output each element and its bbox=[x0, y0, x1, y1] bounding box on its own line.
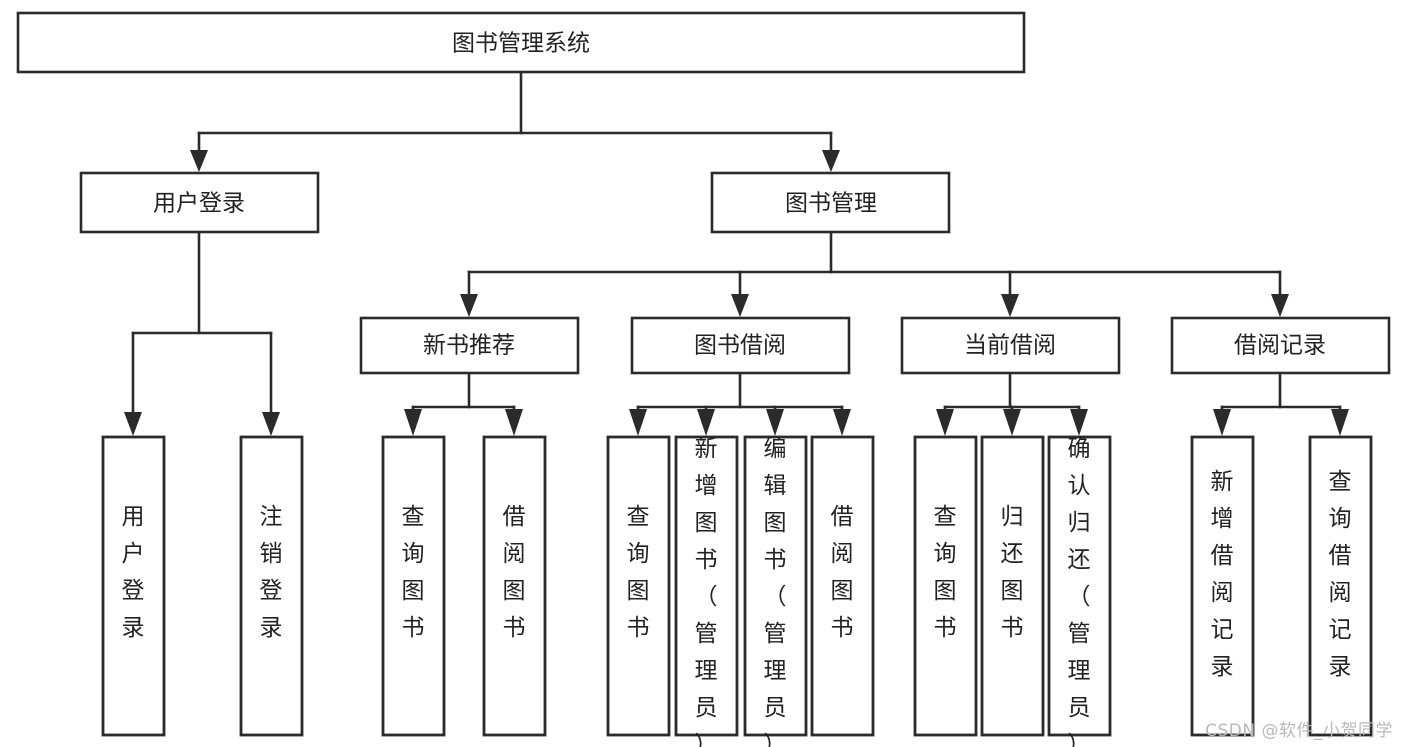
leaf-node[interactable]: 查询借阅记录 bbox=[1308, 435, 1373, 737]
leaf-box-re-query-record[interactable] bbox=[1308, 435, 1373, 737]
leaf-label-user-login: 用户登录 bbox=[122, 504, 145, 641]
leaf-label-bo-add-book: 新增图书（管理员） bbox=[695, 436, 718, 747]
leaf-box-nb-query-book[interactable] bbox=[381, 435, 446, 737]
leaf-label-bo-query-book: 查询图书 bbox=[627, 504, 650, 641]
arrowhead-login-leaf-1 bbox=[124, 412, 142, 436]
node-current-borrow[interactable]: 当前借阅 bbox=[900, 316, 1121, 375]
leaf-label-nb-borrow-book: 借阅图书 bbox=[503, 504, 526, 641]
node-book-management-label: 图书管理 bbox=[785, 191, 877, 217]
node-current-borrow-label: 当前借阅 bbox=[964, 333, 1056, 359]
node-book-borrow-label: 图书借阅 bbox=[694, 333, 786, 359]
arrowhead-login bbox=[190, 150, 208, 172]
leaf-node[interactable]: 新增图书（管理员） bbox=[674, 435, 739, 747]
leaf-node[interactable]: 查询图书 bbox=[913, 435, 978, 737]
leaf-box-bo-borrow-book[interactable] bbox=[810, 435, 875, 737]
leaf-label-logout: 注销登录 bbox=[260, 504, 283, 641]
leaf-box-nb-borrow-book[interactable] bbox=[482, 435, 547, 737]
leaf-box-cu-confirm-return[interactable] bbox=[1047, 435, 1112, 737]
arrowhead-nb-leaf-2 bbox=[505, 409, 523, 436]
node-borrow-record-label: 借阅记录 bbox=[1234, 333, 1326, 359]
leaf-label-cu-confirm-return: 确认归还（管理员） bbox=[1068, 436, 1091, 747]
leaf-node[interactable]: 注销登录 bbox=[239, 435, 304, 737]
leaf-box-logout[interactable] bbox=[239, 435, 304, 737]
arrowhead-current bbox=[1001, 294, 1019, 317]
leaf-box-bo-query-book[interactable] bbox=[606, 435, 671, 737]
leaf-box-re-add-record[interactable] bbox=[1190, 435, 1255, 737]
arrowhead-bo-leaf-1 bbox=[629, 409, 647, 436]
leaf-label-cu-query-book: 查询图书 bbox=[934, 504, 957, 641]
leaf-node[interactable]: 确认归还（管理员） bbox=[1047, 435, 1112, 747]
leaf-label-re-query-record: 查询借阅记录 bbox=[1329, 469, 1352, 680]
arrowhead-bo-leaf-2 bbox=[697, 409, 715, 436]
leaf-box-cu-query-book[interactable] bbox=[913, 435, 978, 737]
arrowhead-cu-leaf-1 bbox=[936, 409, 954, 436]
node-root-label: 图书管理系统 bbox=[452, 31, 590, 57]
arrowhead-cu-leaf-2 bbox=[1003, 409, 1021, 436]
node-book-borrow-box[interactable] bbox=[630, 316, 851, 375]
node-book-management-box[interactable] bbox=[710, 171, 951, 234]
node-book-borrow[interactable]: 图书借阅 bbox=[630, 316, 851, 375]
arrowhead-cu-leaf-3 bbox=[1070, 409, 1088, 436]
leaf-box-user-login[interactable] bbox=[101, 435, 166, 737]
leaf-box-bo-add-book[interactable] bbox=[674, 435, 739, 737]
arrowhead-bo-leaf-4 bbox=[833, 409, 851, 436]
csdn-watermark: CSDN @软件_小贺同学 bbox=[1205, 721, 1393, 741]
leaf-node[interactable]: 编辑图书（管理员） bbox=[743, 435, 808, 747]
leaf-label-bo-borrow-book: 借阅图书 bbox=[831, 504, 854, 641]
node-borrow-record[interactable]: 借阅记录 bbox=[1170, 316, 1391, 375]
node-new-book-recommend-box[interactable] bbox=[359, 316, 580, 375]
arrowhead-newbook bbox=[460, 294, 478, 317]
leaf-node[interactable]: 新增借阅记录 bbox=[1190, 435, 1255, 737]
arrowhead-borrow bbox=[731, 294, 749, 317]
node-current-borrow-box[interactable] bbox=[900, 316, 1121, 375]
leaf-node[interactable]: 查询图书 bbox=[606, 435, 671, 737]
leaf-label-re-add-record: 新增借阅记录 bbox=[1211, 469, 1234, 680]
leaf-node[interactable]: 归还图书 bbox=[980, 435, 1045, 737]
arrowhead-bo-leaf-3 bbox=[766, 409, 784, 436]
leaf-label-nb-query-book: 查询图书 bbox=[402, 504, 425, 641]
leaf-node[interactable]: 借阅图书 bbox=[810, 435, 875, 737]
leaf-node[interactable]: 查询图书 bbox=[381, 435, 446, 737]
leaf-node[interactable]: 借阅图书 bbox=[482, 435, 547, 737]
leaf-label-cu-return-book: 归还图书 bbox=[1001, 504, 1024, 641]
node-new-book-recommend-label: 新书推荐 bbox=[423, 333, 515, 359]
node-root[interactable]: 图书管理系统 bbox=[16, 11, 1026, 74]
leaf-box-cu-return-book[interactable] bbox=[980, 435, 1045, 737]
node-new-book-recommend[interactable]: 新书推荐 bbox=[359, 316, 580, 375]
arrowhead-re-leaf-2 bbox=[1331, 409, 1349, 436]
arrowhead-re-leaf-1 bbox=[1213, 409, 1231, 436]
arrowhead-record bbox=[1271, 294, 1289, 317]
leaf-box-bo-edit-book[interactable] bbox=[743, 435, 808, 737]
node-borrow-record-box[interactable] bbox=[1170, 316, 1391, 375]
node-user-login-label: 用户登录 bbox=[153, 191, 245, 217]
arrowhead-nb-leaf-1 bbox=[404, 409, 422, 436]
node-book-management[interactable]: 图书管理 bbox=[710, 171, 951, 234]
node-user-login-box[interactable] bbox=[79, 171, 320, 234]
leaf-label-bo-edit-book: 编辑图书（管理员） bbox=[764, 436, 787, 747]
node-user-login[interactable]: 用户登录 bbox=[79, 171, 320, 234]
arrowhead-login-leaf-2 bbox=[262, 412, 280, 436]
node-root-box[interactable] bbox=[16, 11, 1026, 74]
connector-layer bbox=[124, 70, 1349, 436]
arrowhead-bookmgmt bbox=[822, 150, 840, 172]
leaf-node[interactable]: 用户登录 bbox=[101, 435, 166, 737]
